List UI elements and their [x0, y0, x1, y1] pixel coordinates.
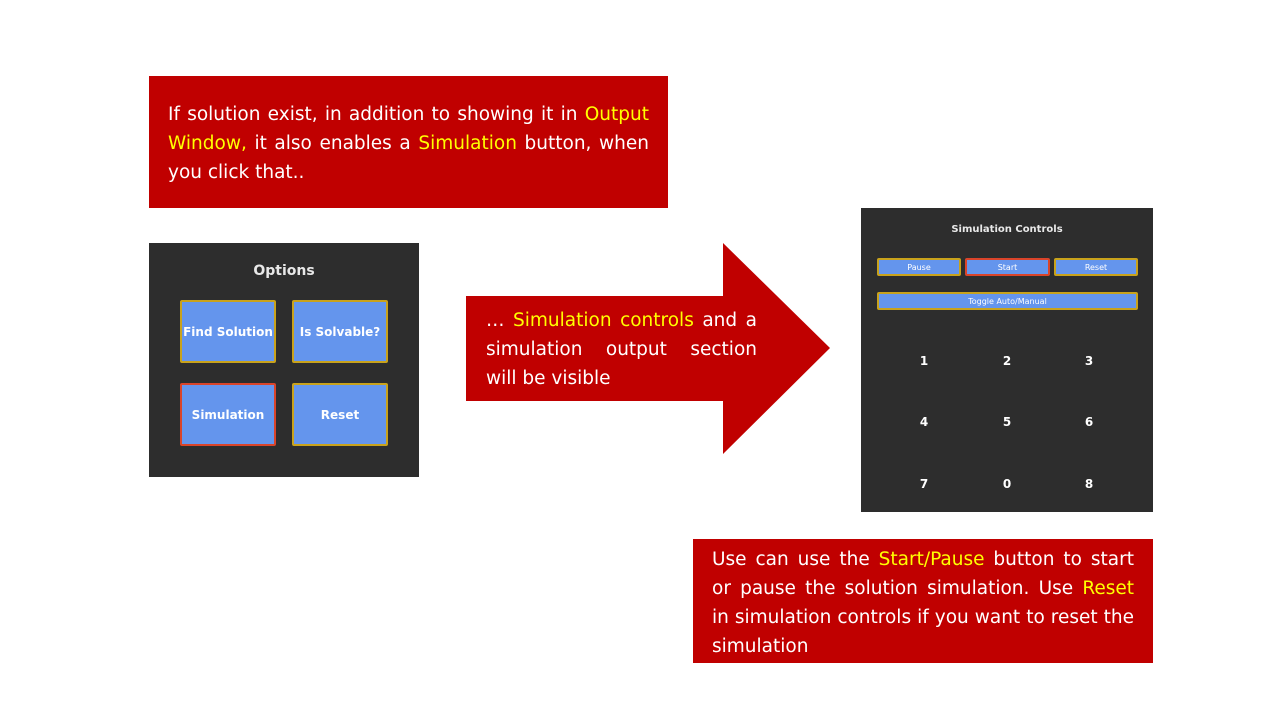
puzzle-tile: 3: [1084, 354, 1094, 368]
callout-highlight-simulation: Simulation: [418, 133, 517, 154]
puzzle-tile: 8: [1084, 477, 1094, 491]
callout-text: button, when you click that..: [168, 133, 649, 183]
puzzle-tile: 6: [1084, 415, 1094, 429]
arrow-highlight-simulation-controls: Simulation controls: [513, 310, 694, 331]
callout-text: Use can use the: [712, 549, 879, 570]
start-button[interactable]: Start: [965, 258, 1050, 276]
options-title: Options: [253, 263, 315, 279]
find-solution-button[interactable]: Find Solution: [180, 300, 276, 363]
simulation-controls-title: Simulation Controls: [951, 224, 1063, 235]
options-panel: Options Find Solution Is Solvable? Simul…: [149, 243, 419, 477]
arrow-text-prefix: …: [486, 310, 514, 331]
callout-text: it also enables a: [254, 133, 411, 154]
toggle-auto-manual-button[interactable]: Toggle Auto/Manual: [877, 292, 1138, 310]
reset-button[interactable]: Reset: [292, 383, 388, 446]
puzzle-tile: 0: [1002, 477, 1012, 491]
arrow-text: … Simulation controls and a simulation o…: [486, 306, 757, 393]
top-callout: If solution exist, in addition to showin…: [149, 76, 668, 208]
callout-highlight-start-pause: Start/Pause: [878, 549, 985, 570]
is-solvable-button[interactable]: Is Solvable?: [292, 300, 388, 363]
simulation-button[interactable]: Simulation: [180, 383, 276, 446]
puzzle-tile: 2: [1002, 354, 1012, 368]
right-arrow-icon: [466, 243, 830, 454]
puzzle-tile: 5: [1002, 415, 1012, 429]
callout-text: in simulation controls if you want to re…: [712, 607, 1134, 657]
puzzle-tile: 1: [919, 354, 929, 368]
pause-button[interactable]: Pause: [877, 258, 961, 276]
callout-text: button to start or pause the solution si…: [712, 549, 1134, 599]
arrow-text-rest: and a simulation output section will be …: [486, 310, 757, 389]
callout-text: If solution exist, in addition to showin…: [168, 104, 578, 125]
puzzle-tile: 4: [919, 415, 929, 429]
callout-highlight-output-window: Output Window,: [168, 104, 649, 154]
callout-highlight-reset: Reset: [1082, 578, 1134, 599]
simulation-controls-panel: Simulation Controls Pause Start Reset To…: [861, 208, 1153, 512]
bottom-callout: Use can use the Start/Pause button to st…: [693, 539, 1153, 663]
puzzle-tile: 7: [919, 477, 929, 491]
simulation-reset-button[interactable]: Reset: [1054, 258, 1138, 276]
